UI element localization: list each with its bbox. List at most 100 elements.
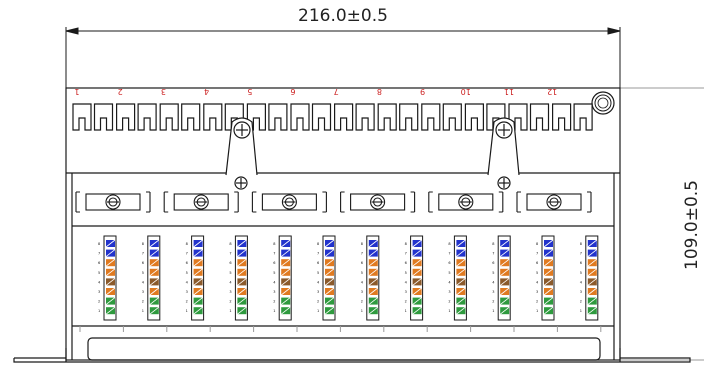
port-number-label: 3: [161, 87, 166, 96]
port-socket-icon: [311, 103, 332, 131]
pin-number-label: 5: [536, 271, 538, 275]
pin-number-label: 7: [536, 252, 538, 256]
pin-number-label: 5: [492, 271, 494, 275]
pin-number-label: 5: [317, 271, 319, 275]
pin-number-label: 4: [536, 280, 539, 284]
cable-clamp-row: [75, 191, 592, 213]
pin-number-label: 7: [448, 252, 450, 256]
height-dimension-label: 109.0±0.5: [682, 180, 702, 270]
port-socket-icon: [203, 103, 223, 131]
pin-number-label: 3: [142, 290, 144, 294]
port-socket-icon: [464, 103, 484, 131]
port-socket-icon: [529, 103, 550, 131]
port-socket-icon: [72, 103, 92, 131]
pin-number-label: 6: [98, 261, 100, 265]
pin-number-label: 1: [273, 309, 275, 313]
pin-number-label: 8: [361, 242, 363, 246]
pin-number-label: 1: [448, 309, 450, 313]
pin-number-label: 5: [142, 271, 144, 275]
port-socket-icon: [399, 103, 419, 131]
pin-number-label: 8: [317, 242, 319, 246]
pin-number-label: 3: [317, 290, 319, 294]
pin-number-label: 5: [361, 271, 363, 275]
port-socket-icon: [137, 103, 157, 131]
pin-number-label: 1: [186, 309, 188, 313]
pin-number-label: 8: [580, 242, 582, 246]
pin-number-label: 4: [317, 280, 320, 284]
pin-number-label: 2: [98, 300, 100, 304]
pin-number-label: 7: [229, 252, 231, 256]
pin-number-label: 6: [405, 261, 407, 265]
pin-number-label: 8: [98, 242, 100, 246]
pin-number-label: 7: [580, 252, 582, 256]
pin-number-label: 8: [186, 242, 188, 246]
port-socket-icon: [290, 103, 310, 131]
pin-number-label: 7: [361, 252, 363, 256]
pin-number-label: 5: [273, 271, 275, 275]
port-number-label: 8: [377, 87, 382, 96]
pin-number-label: 6: [317, 261, 319, 265]
port-socket-icon: [442, 103, 462, 131]
pin-number-label: 6: [580, 261, 582, 265]
pin-number-label: 8: [229, 242, 231, 246]
pin-number-label: 2: [273, 300, 275, 304]
corner-screw: [591, 91, 615, 115]
pin-number-label: 2: [405, 300, 407, 304]
pin-number-label: 1: [405, 309, 407, 313]
cable-clamp: [75, 191, 151, 213]
port-socket-icon: [421, 103, 441, 131]
pin-number-label: 6: [186, 261, 188, 265]
pin-number-label: 2: [536, 300, 538, 304]
pin-number-label: 4: [98, 280, 101, 284]
port-number-label: 5: [247, 87, 252, 96]
pin-number-label: 5: [186, 271, 188, 275]
pin-number-label: 7: [405, 252, 407, 256]
pin-number-label: 8: [492, 242, 494, 246]
pin-number-label: 2: [448, 300, 450, 304]
pin-number-label: 6: [536, 261, 538, 265]
pin-number-label: 7: [142, 252, 144, 256]
idc-terminal-row: 8 7 6 5 4 3 2 1 8 7 6 5 4 3 2 1 8 7 6 5 4 3 2 1 8 7 6 5 4 3 2 1 8 7 6 5 4 3 2 1…: [98, 235, 599, 321]
pin-number-label: 1: [98, 309, 100, 313]
cable-clamp: [516, 191, 592, 213]
port-number-label: 4: [204, 87, 209, 96]
pin-number-label: 6: [448, 261, 450, 265]
port-socket-icon: [246, 103, 266, 131]
pin-number-label: 1: [492, 309, 494, 313]
port-socket-icon: [93, 103, 114, 131]
pin-number-label: 1: [229, 309, 231, 313]
pin-number-label: 1: [142, 309, 144, 313]
pin-number-label: 6: [361, 261, 363, 265]
panel-body: [65, 87, 621, 361]
port-socket-icon: [355, 103, 375, 131]
pin-number-label: 2: [492, 300, 494, 304]
pin-number-label: 3: [186, 290, 188, 294]
port-socket-icon: [181, 103, 201, 131]
pin-number-label: 4: [492, 280, 495, 284]
port-number-label: 10: [461, 87, 471, 96]
pin-number-label: 2: [361, 300, 363, 304]
pin-number-label: 3: [405, 290, 407, 294]
pin-number-label: 7: [186, 252, 188, 256]
pin-number-label: 7: [98, 252, 100, 256]
support-bracket-right: [487, 117, 520, 190]
bottom-divider-ticks: [79, 326, 602, 332]
port-number-label: 1: [74, 87, 79, 96]
pin-number-label: 3: [229, 290, 231, 294]
pin-number-label: 2: [317, 300, 319, 304]
port-socket-icon: [116, 103, 136, 131]
pin-number-label: 6: [229, 261, 231, 265]
cable-clamp: [428, 191, 504, 213]
pin-number-label: 2: [229, 300, 231, 304]
pin-number-label: 4: [273, 280, 276, 284]
